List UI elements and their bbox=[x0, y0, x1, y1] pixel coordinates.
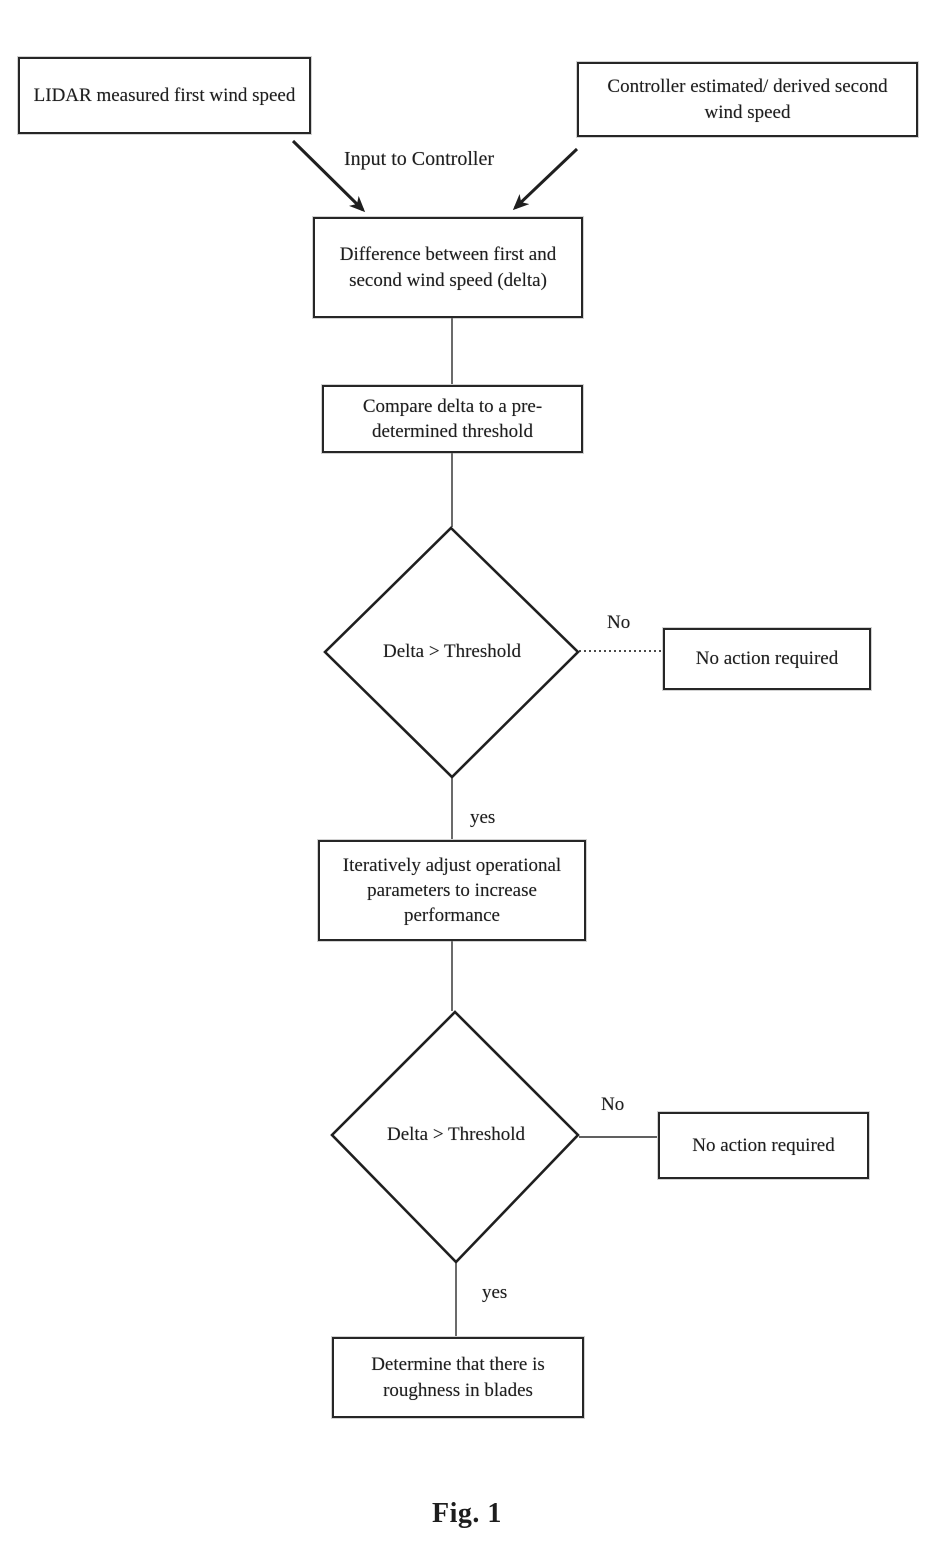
decision1-no-label: No bbox=[607, 612, 630, 634]
node-lidar-first-wind-speed: LIDAR measured first wind speed bbox=[18, 57, 311, 134]
node-controller-second-wind-speed: Controller estimated/ derived second win… bbox=[577, 62, 918, 137]
node-difference-label: Difference between first and second wind… bbox=[339, 244, 557, 291]
figure-caption: Fig. 1 bbox=[0, 1498, 934, 1530]
node-no-action-required-2: No action required bbox=[658, 1112, 869, 1179]
node-lidar-label: LIDAR measured first wind speed bbox=[33, 84, 296, 106]
node-difference-delta: Difference between first and second wind… bbox=[313, 217, 583, 318]
arrow-controller-to-difference bbox=[512, 147, 579, 211]
decision2-yes-label: yes bbox=[482, 1282, 507, 1304]
node-determine-label: Determine that there is roughness in bla… bbox=[371, 1354, 545, 1401]
decision2-text: Delta > Threshold bbox=[386, 1124, 526, 1145]
node-no-action1-label: No action required bbox=[695, 648, 839, 670]
node-determine-roughness: Determine that there is roughness in bla… bbox=[332, 1337, 584, 1418]
node-iteratively-adjust: Iteratively adjust operational parameter… bbox=[318, 840, 586, 941]
decision1-text: Delta > Threshold bbox=[382, 641, 522, 662]
decision1-label: Delta > Threshold bbox=[351, 636, 553, 668]
node-no-action2-label: No action required bbox=[692, 1134, 835, 1156]
node-compare-label: Compare delta to a pre-determined thresh… bbox=[362, 395, 543, 442]
decision2-no-text: No bbox=[601, 1094, 625, 1115]
figure-caption-text: Fig. 1 bbox=[432, 1498, 502, 1529]
node-controller-label: Controller estimated/ derived second win… bbox=[607, 76, 888, 123]
node-iterate-label: Iteratively adjust operational parameter… bbox=[342, 854, 562, 927]
decision2-label: Delta > Threshold bbox=[355, 1119, 557, 1151]
node-compare-threshold: Compare delta to a pre-determined thresh… bbox=[322, 385, 583, 453]
decision2-yes-text: yes bbox=[482, 1282, 508, 1303]
input-to-controller-text: Input to Controller bbox=[344, 148, 494, 170]
node-no-action-required-1: No action required bbox=[663, 628, 871, 690]
decision1-yes-label: yes bbox=[470, 807, 495, 829]
input-to-controller-label: Input to Controller bbox=[344, 148, 494, 171]
decision1-yes-text: yes bbox=[470, 807, 496, 828]
decision2-no-label: No bbox=[601, 1094, 624, 1116]
decision1-no-text: No bbox=[607, 612, 631, 633]
